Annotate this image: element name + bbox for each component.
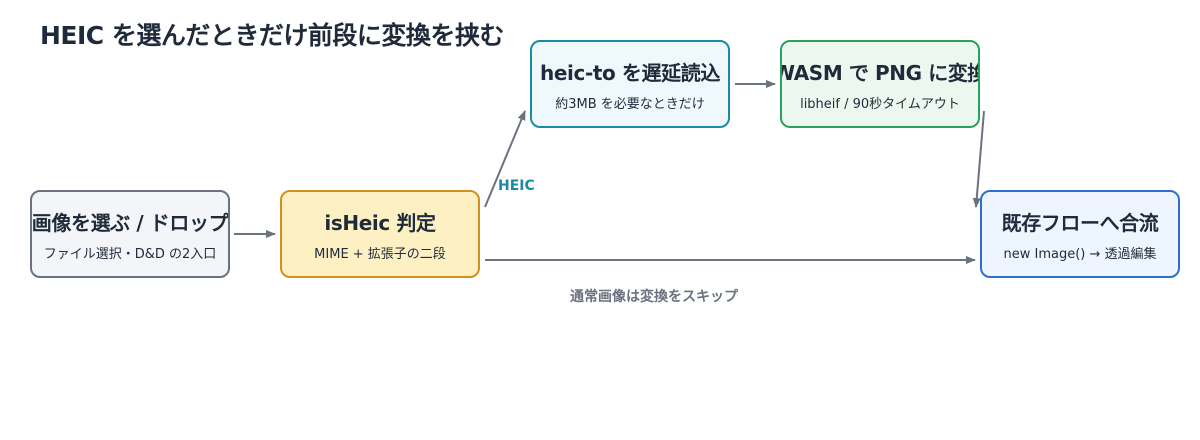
node-wasm-convert-subtitle: libheif / 90秒タイムアウト <box>800 96 960 112</box>
node-select-image: 画像を選ぶ / ドロップ ファイル選択・D&D の2入口 <box>30 190 230 278</box>
edge-wasm-to-merge <box>972 110 985 208</box>
node-select-image-subtitle: ファイル選択・D&D の2入口 <box>43 246 217 262</box>
node-lazy-load: heic-to を遅延読込 約3MB を必要なときだけ <box>530 40 730 128</box>
node-isheic-check-subtitle: MIME + 拡張子の二段 <box>314 246 446 262</box>
node-isheic-check-title: isHeic 判定 <box>324 210 436 235</box>
node-lazy-load-title: heic-to を遅延読込 <box>540 60 720 85</box>
node-merge-flow-title: 既存フローへ合流 <box>1001 210 1159 235</box>
edge-label-skip: 通常画像は変換をスキップ <box>570 289 738 305</box>
edge-label-heic: HEIC <box>498 178 535 194</box>
node-wasm-convert: WASM で PNG に変換 libheif / 90秒タイムアウト <box>780 40 980 128</box>
node-merge-flow: 既存フローへ合流 new Image() → 透過編集 <box>980 190 1180 278</box>
node-wasm-convert-title: WASM で PNG に変換 <box>780 60 980 85</box>
node-select-image-title: 画像を選ぶ / ドロップ <box>31 210 229 235</box>
node-lazy-load-subtitle: 約3MB を必要なときだけ <box>555 96 705 112</box>
node-merge-flow-subtitle: new Image() → 透過編集 <box>1003 246 1157 262</box>
node-isheic-check: isHeic 判定 MIME + 拡張子の二段 <box>280 190 480 278</box>
diagram-title: HEIC を選んだときだけ前段に変換を挟む <box>40 21 504 50</box>
edge-judge-to-load <box>484 110 526 208</box>
